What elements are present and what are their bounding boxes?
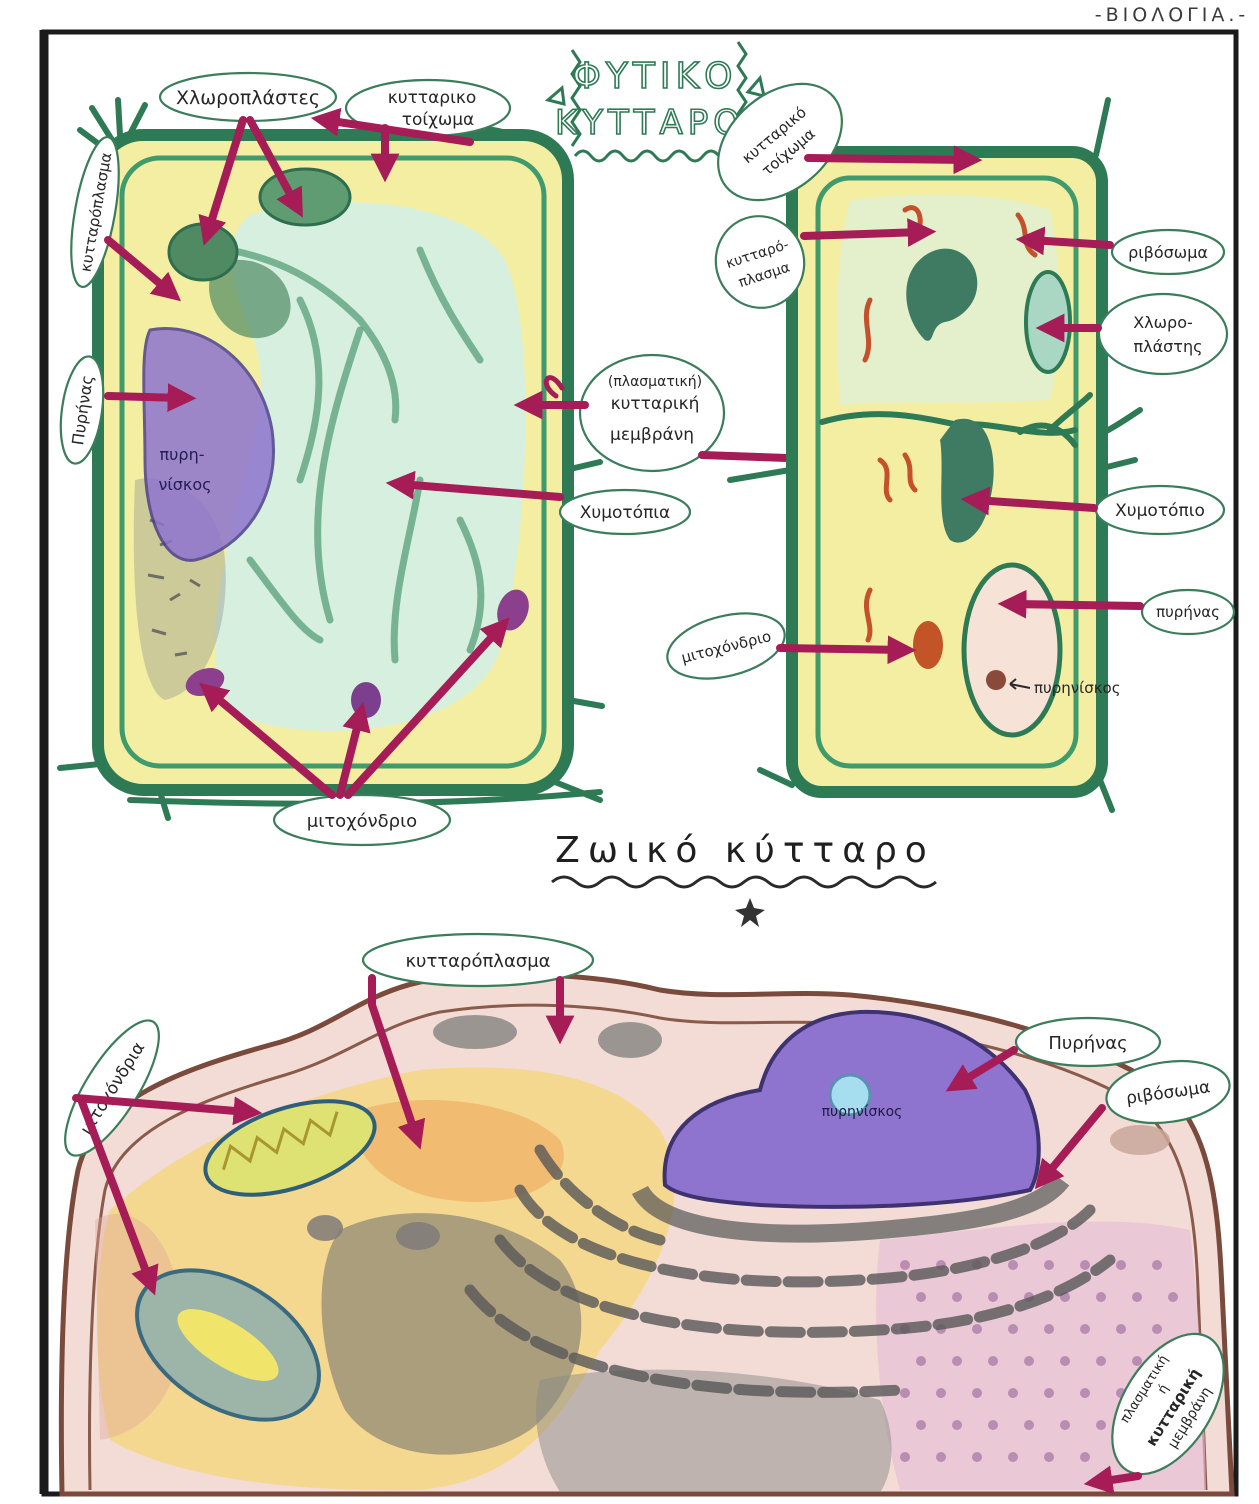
- ribosome-dot: [1096, 1420, 1106, 1430]
- ribosome-dot: [1044, 1260, 1054, 1270]
- ribosome-dot: [1024, 1420, 1034, 1430]
- ribosome-label: ριβόσωμα: [1128, 243, 1208, 262]
- arrow-ribosome: [1030, 240, 1110, 245]
- mitochondrion-label: μιτοχόνδριο: [307, 811, 417, 832]
- animal-cell-title: Ζωικό κύτταρο: [552, 830, 936, 927]
- nucleolus-label-line2: νίσκος: [158, 475, 211, 494]
- plant-cell-right: κυτταρικό τοίχωμα κυτταρό- πλασμα ριβόσω…: [661, 60, 1234, 810]
- ribosome-dot: [936, 1452, 946, 1462]
- ribosome-dot: [1116, 1260, 1126, 1270]
- ribosome-dot: [1044, 1388, 1054, 1398]
- ribosome-dot: [1096, 1292, 1106, 1302]
- vesicle: [598, 1022, 662, 1058]
- cytoplasm-label: κυτταρόπλασμα: [405, 951, 550, 972]
- ribosome-dot: [916, 1356, 926, 1366]
- ribosome-dot: [1044, 1324, 1054, 1334]
- ribosome-dot: [916, 1292, 926, 1302]
- mitochondrion: [913, 621, 943, 669]
- title-triangle-right: [748, 78, 764, 96]
- ribosome-dot: [952, 1356, 962, 1366]
- arrow-cell-wall: [808, 158, 968, 160]
- chloroplast-label-line2: πλάστης: [1134, 337, 1203, 356]
- chloroplast: [1026, 272, 1070, 372]
- arrow-nucleus: [1012, 604, 1140, 606]
- membrane-label-line1: (πλασματική): [608, 374, 702, 390]
- chloroplasts-label: Χλωροπλάστες: [176, 87, 320, 109]
- ribosome-dot: [952, 1292, 962, 1302]
- cell-wall-label-line2: τοίχωμα: [402, 110, 474, 130]
- chloroplast: [260, 169, 350, 225]
- chloroplast-label-line1: Χλωρο-: [1133, 313, 1193, 332]
- arrow-nucleus: [108, 396, 182, 398]
- membrane-label-line3: μεμβράνη: [610, 425, 694, 445]
- ribosome-dot: [900, 1260, 910, 1270]
- ribosome-dot: [972, 1324, 982, 1334]
- ribosome-dot: [972, 1388, 982, 1398]
- ribosome-dot: [936, 1388, 946, 1398]
- animal-cell: πυρηνίσκος κυτταρόπλασμα μιτοχόνδρια Πυρ…: [49, 934, 1247, 1494]
- nucleolus-label: πυρηνίσκος: [1034, 679, 1121, 697]
- title-triangle-left: [548, 88, 564, 104]
- vesicle: [433, 1015, 517, 1049]
- subject-header: -ΒΙΟΛΟΓΙΑ.-: [1095, 4, 1249, 26]
- nucleolus-label-line1: πυρη-: [160, 445, 205, 464]
- chloroplast-label-oval: [1099, 294, 1227, 374]
- ribosome-dot: [1008, 1260, 1018, 1270]
- membrane-label-line2: κυτταρική: [611, 394, 700, 414]
- ribosome-dot: [1116, 1324, 1126, 1334]
- ribosome-dot: [1152, 1324, 1162, 1334]
- ribosome-dot: [1132, 1292, 1142, 1302]
- mitochondrion-label-group: μιτοχόνδριο: [661, 602, 792, 689]
- ribosome-dot: [1080, 1452, 1090, 1462]
- vacuoles-label: Χυμοτόπια: [580, 503, 671, 523]
- ribosome-dot: [916, 1420, 926, 1430]
- title-wave-underline: [575, 151, 719, 161]
- ribosome-dot: [1168, 1292, 1178, 1302]
- ribosome-dot: [1008, 1388, 1018, 1398]
- arrow-mitochondrion: [780, 648, 902, 650]
- ribosome-dot: [1080, 1324, 1090, 1334]
- ribosome-dot: [900, 1452, 910, 1462]
- ribosome-dot: [900, 1388, 910, 1398]
- plant-title-line2: ΚΥΤΤΑΡΟ: [555, 103, 745, 143]
- ribosome: [865, 300, 870, 360]
- nucleolus-label: πυρηνίσκος: [822, 1104, 903, 1120]
- chloroplast: [169, 224, 237, 280]
- ribosome-dot: [1080, 1388, 1090, 1398]
- star-icon: [735, 898, 765, 927]
- ribosome-dot: [1024, 1356, 1034, 1366]
- title-wave-underline: [552, 877, 936, 887]
- vesicle: [307, 1215, 343, 1241]
- plant-title-line1: ΦΥΤΙΚΟ: [573, 56, 738, 97]
- nucleus-label: πυρήνας: [1156, 603, 1220, 621]
- cell-wall-label-line1: κυτταρικο: [388, 88, 477, 108]
- ribosome-dot: [988, 1292, 998, 1302]
- ribosome-dot: [1096, 1356, 1106, 1366]
- ribosome-dot: [1132, 1356, 1142, 1366]
- ribosome-dot: [972, 1452, 982, 1462]
- ribosome-dot: [952, 1420, 962, 1430]
- arrow-cytoplasm: [804, 232, 922, 236]
- mitochondrion: [351, 682, 381, 718]
- ribosome-dot: [988, 1420, 998, 1430]
- ribosome-dot: [988, 1356, 998, 1366]
- ribosome-dot: [1080, 1260, 1090, 1270]
- ribosome-dot: [1060, 1356, 1070, 1366]
- nucleolus: [986, 670, 1006, 690]
- nucleus: [964, 565, 1060, 735]
- animal-title: Ζωικό κύτταρο: [555, 830, 935, 871]
- nucleus-label: Πυρήνας: [1048, 1033, 1127, 1054]
- ribosome-dot: [1008, 1452, 1018, 1462]
- plant-cell-left: πυρη- νίσκος Χλωροπλάστες κυτταρικο τοίχ…: [55, 73, 845, 845]
- vesicle: [396, 1222, 440, 1250]
- vacuole-label: Χυμοτόπιο: [1115, 501, 1205, 521]
- ribosome-dot: [1008, 1324, 1018, 1334]
- vesicle: [1110, 1125, 1170, 1155]
- ribosome-dot: [1060, 1420, 1070, 1430]
- ribosome-dot: [1152, 1260, 1162, 1270]
- ribosome-dot: [1044, 1452, 1054, 1462]
